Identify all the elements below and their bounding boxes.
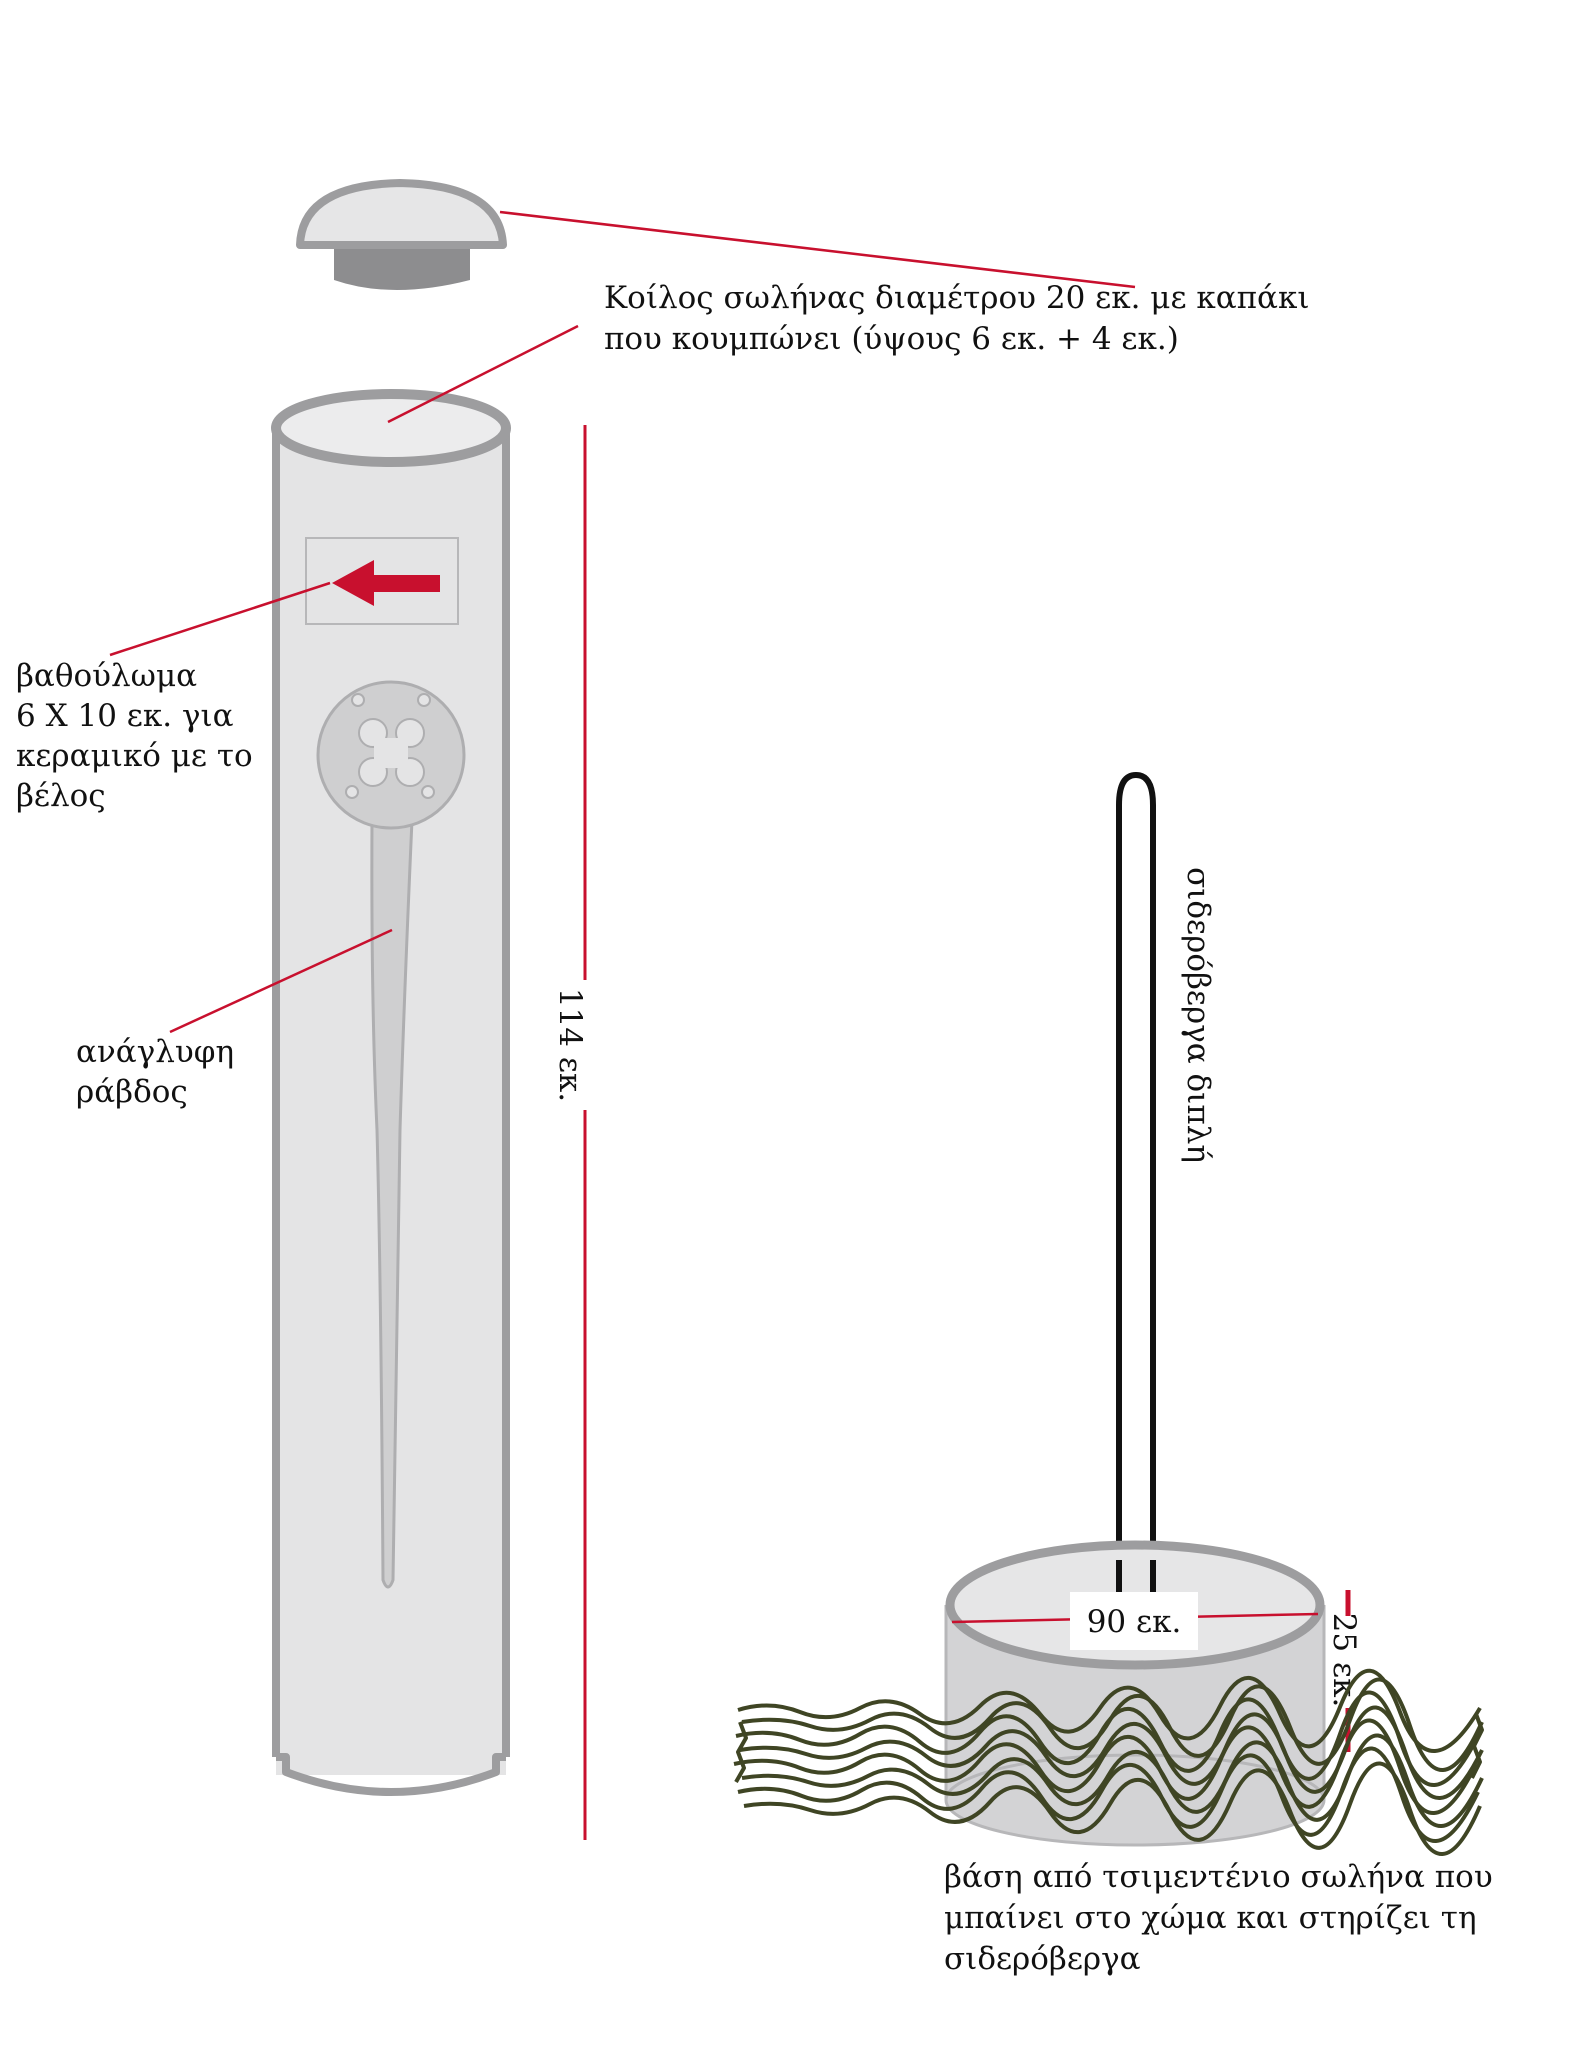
recess-label-line2: 6 Χ 10 εκ. για <box>16 698 234 734</box>
recess-label-line3: κεραμικό με το <box>16 738 253 774</box>
recess-label-line4: βέλος <box>16 778 106 814</box>
base-caption-line2: μπαίνει στο χώμα και στηρίζει τη <box>944 1900 1477 1936</box>
base-caption-line1: βάση από τσιμεντένιο σωλήνα που <box>944 1859 1493 1895</box>
cap-plug <box>334 238 470 290</box>
tube-top-rim <box>271 389 511 467</box>
tube-cap <box>296 179 507 290</box>
tube-caption-line1: Κοίλος σωλήνας διαμέτρου 20 εκ. με καπάκ… <box>604 280 1310 316</box>
relief-label-line2: ράβδος <box>76 1074 188 1110</box>
cap-leader <box>499 210 1136 289</box>
diameter-label-box <box>1070 1592 1198 1650</box>
relief-rod <box>316 680 466 1589</box>
cap-dome <box>296 179 507 249</box>
height-dimension: 114 εκ. <box>552 425 588 1840</box>
red-arrow-left-icon <box>332 560 440 606</box>
tube-bottom <box>276 1753 506 1796</box>
soil-layer <box>733 1668 1484 1856</box>
recess-label-line1: βαθούλωμα <box>16 658 197 694</box>
double-iron-rod <box>1116 771 1156 1580</box>
base-caption-line3: σιδερόβεργα <box>944 1941 1141 1977</box>
rod-stem <box>370 818 414 1589</box>
tube-leader <box>387 324 579 424</box>
tube-caption-line2: που κουμπώνει (ύψους 6 εκ. + 4 εκ.) <box>604 321 1179 357</box>
recess-leader <box>109 581 331 657</box>
base-height-label: 25 εκ. <box>1326 1613 1362 1708</box>
hollow-tube <box>271 389 511 1796</box>
height-label: 114 εκ. <box>552 988 588 1102</box>
diameter-label: 90 εκ. <box>1087 1604 1182 1640</box>
rod-label: σιδερόβεργα διπλή <box>1180 867 1216 1163</box>
relief-label-line1: ανάγλυφη <box>76 1034 234 1070</box>
relief-leader <box>169 928 393 1034</box>
leader-lines <box>109 210 1136 1034</box>
concrete-base: 90 εκ. <box>944 1540 1326 1847</box>
